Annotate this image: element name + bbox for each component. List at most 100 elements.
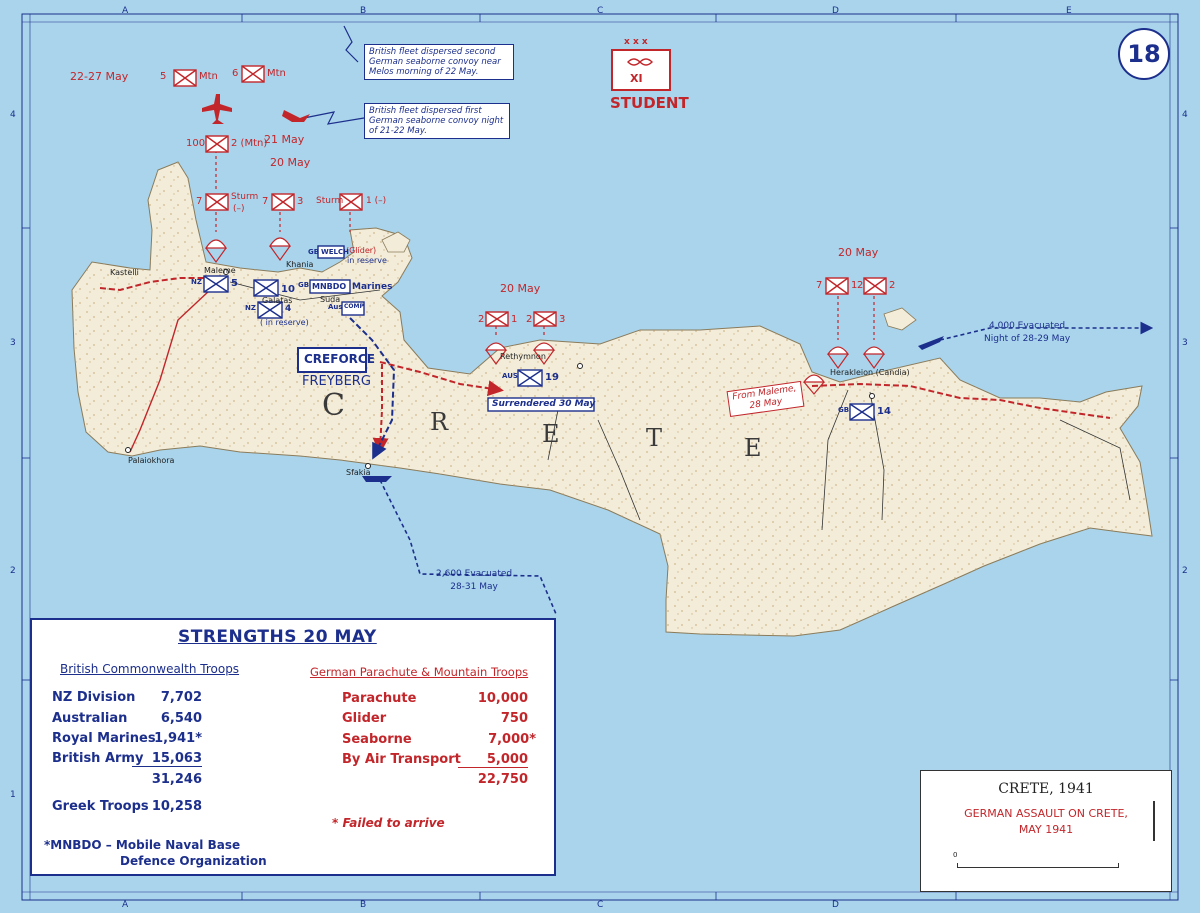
german-advance-west [99,277,210,292]
unit-designation: Sturm [316,196,344,206]
unit-number: 1 [851,280,858,291]
parachute-icon [484,342,508,351]
british-header: British Commonwealth Troops [60,662,240,676]
unit-designation: Mtn [267,68,286,79]
aircraft [202,94,310,124]
herakleion-ship-icon [918,336,944,350]
mnbdo-footnote: *MNBDO – Mobile Naval Base [44,838,241,852]
grid-row-label: 2 [1182,566,1188,576]
unit-number: 7 [262,196,269,207]
unit-number: 3 [559,314,566,325]
unit-number: 1 [511,314,518,325]
mnbdo-footnote-2: Defence Organization [120,854,267,868]
unit-label: NZ [245,304,256,312]
parachute-drops [204,150,886,395]
greek-value: 10,258 [151,799,202,814]
scale-bar [957,863,1119,868]
evac-line: Night of 28-29 May [984,334,1071,344]
unit-designation: (Glider) [346,246,377,255]
palaiokhora-road [129,289,211,453]
unit-number: 2 [478,314,485,325]
creforce-commander: FREYBERG [302,374,371,389]
date-label: 20 May [500,282,541,295]
note-line: British fleet dispersed second [369,47,496,57]
unit-label: 10 [281,284,295,295]
unit-number: 2 [526,314,533,325]
unit-label: COMP [344,303,364,310]
unit-number: 100 [186,138,206,149]
grid-col-label: A [122,6,129,16]
date-label: 20 May [270,156,311,169]
place-sfakia: Sfakia [346,468,371,477]
surrender-label: Surrendered 30 May [492,399,596,409]
unit-label: GB [838,406,850,414]
parachute-icon [204,239,228,249]
unit-label: 4 [285,304,292,314]
unit-number: 6 [232,68,239,79]
sfakia-ship-icon [362,476,392,482]
island-name-letter: T [646,424,663,452]
unit-label: NZ [191,278,202,286]
map-number-badge: 18 [1118,28,1170,80]
corps-number: XI [630,72,643,85]
date-label: 21 May [264,133,305,146]
place-herakleion: Herakleion (Candia) [830,368,910,377]
unit-label: Marines [352,282,393,292]
dia-island [883,307,917,331]
unit-number: 7 [816,280,823,291]
unit-designation: 2 (Mtn) [231,138,268,149]
town-markers [125,269,875,469]
unit-label: AUS [502,372,518,380]
grid-col-label: C [597,6,604,16]
unit-label: GB [298,281,310,289]
grid-col-label: B [360,6,367,16]
unit-number: 7 [196,196,203,207]
british-units [203,245,875,421]
parachute-icon [802,374,826,383]
british-row-label: Australian [52,711,128,726]
unit-designation: (–) [233,204,245,214]
note-line: Melos morning of 22 May. [369,67,479,77]
strengths-panel: STRENGTHS 20 MAY British Commonwealth Tr… [30,618,556,876]
unit-label: 19 [545,372,559,383]
failed-footnote: * Failed to arrive [332,816,445,830]
grid-row-label: 3 [10,338,16,348]
evac-line: 28-31 May [450,582,498,592]
unit-label: Aus [328,303,343,311]
unit-designation: Mtn [199,71,218,82]
east-evacuation-route [939,321,1154,341]
downed-aircraft-icon [282,110,310,122]
grid-row-label: 4 [10,110,16,120]
evac-east-label: 4,000 Evacuated Night of 28-29 May [984,320,1070,346]
ships [362,336,944,482]
map-subtitle-2: MAY 1941 [1018,823,1074,836]
unit-number: 3 [297,196,304,207]
north-arrow-icon [1153,801,1155,841]
greek-label: Greek Troops [52,799,149,814]
unit-label: 5 [231,278,238,289]
parachute-icon [532,342,556,351]
german-row-label: By Air Transport [342,752,461,767]
grid-col-label: E [1066,6,1072,16]
german-units [173,49,887,327]
place-palaiokhora: Palaiokhora [128,456,175,465]
british-row-value: 7,702 [160,690,202,705]
evac-line: 2,600 Evacuated [436,569,513,579]
place-maleme: Maleme [204,266,236,275]
german-corps-symbol [627,58,653,66]
german-row-label: Glider [342,711,387,726]
grid-col-label: C [597,900,604,910]
unit-number: 2 [889,280,896,291]
german-total: 22,750 [477,772,528,787]
unit-label: WELCH [321,248,349,256]
unit-number: 2 [857,280,864,291]
unit-label: 14 [877,406,891,417]
german-row-label: Seaborne [342,732,412,747]
map-title: CRETE, 1941 [998,781,1094,797]
note2-leader [303,111,365,125]
german-row-value: 750 [500,711,528,726]
fleet-note-second-convoy: British fleet dispersed second German se… [364,44,514,80]
german-row-value: 7,000* [488,732,536,747]
south-evacuation-route [379,479,557,615]
evac-south-label: 2,600 Evacuated 28-31 May [436,568,512,594]
